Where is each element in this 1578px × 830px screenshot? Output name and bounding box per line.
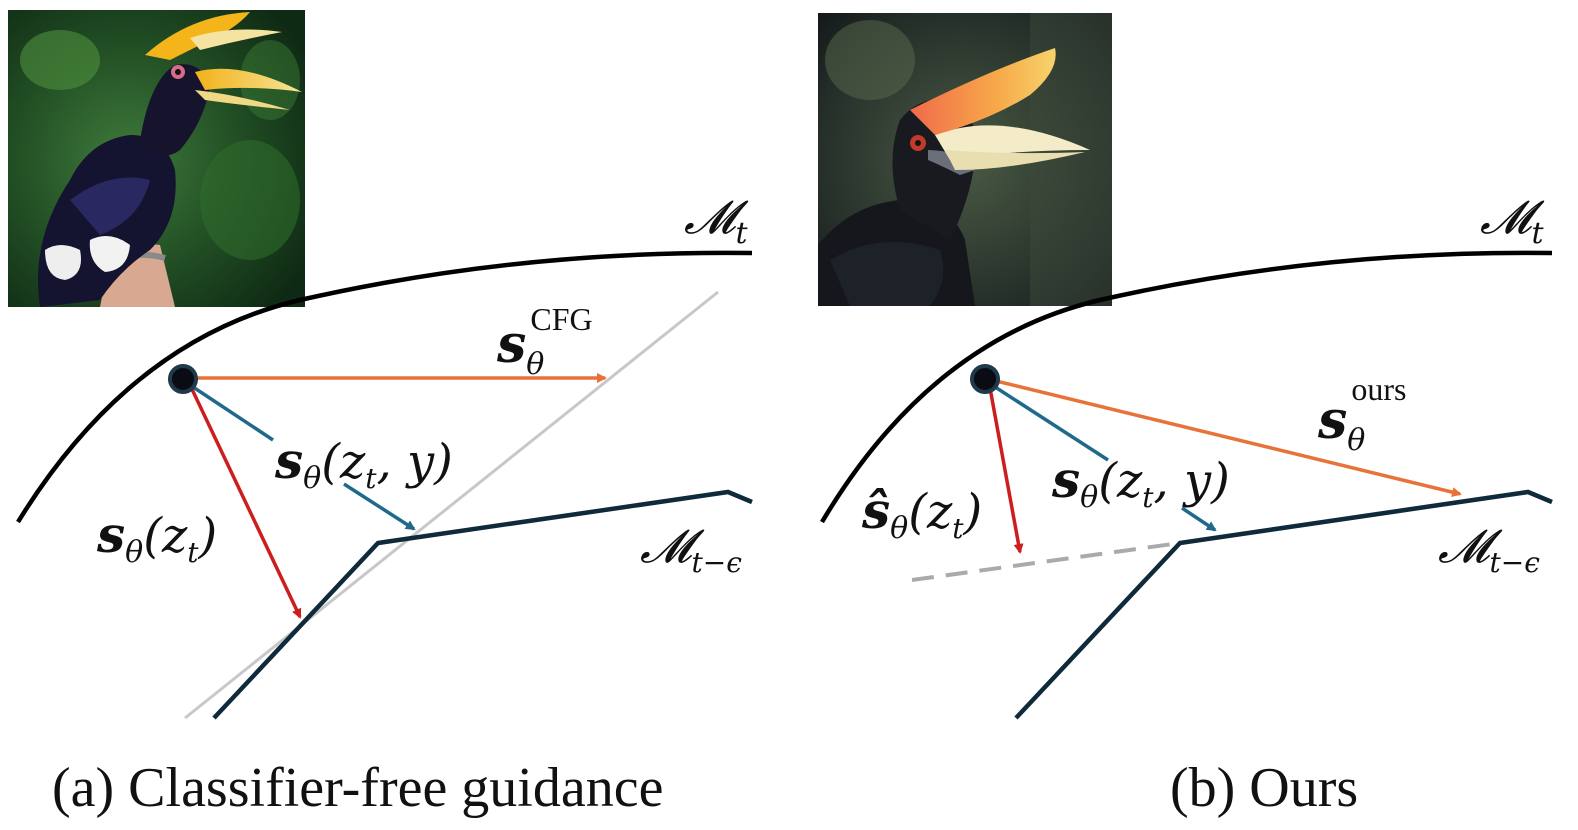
- label-manifold-teps-a: 𝓜t−ϵ: [640, 519, 742, 579]
- caption-b: (b) Ours: [1170, 757, 1358, 819]
- label-uncond-a: sθ(zt): [96, 505, 217, 570]
- label-hat-b: ŝθ(zt): [861, 481, 982, 546]
- label-cond-a: sθ(zt, y): [274, 431, 453, 496]
- cond-arrow-b: [991, 383, 1109, 462]
- panel-b: sθours sθ(zt, y) ŝθ(zt) 𝓜t 𝓜t−ϵ (b) Ours: [818, 13, 1553, 819]
- ours-arrow: [991, 378, 1462, 497]
- manifold-t-curve-b: [820, 250, 1553, 524]
- cond-arrow-b-tail: [1181, 506, 1217, 532]
- tangent-line-a: [184, 290, 719, 720]
- cond-arrow-a-tail: [343, 482, 416, 531]
- manifold-t-curve-a: [16, 250, 753, 524]
- manifold-teps-curve-b: [1014, 489, 1553, 720]
- label-cfg: sθCFG: [496, 301, 593, 382]
- label-manifold-teps-b: 𝓜t−ϵ: [1438, 519, 1540, 579]
- label-manifold-t-a: 𝓜t: [684, 190, 749, 251]
- hornbill-photo-a: [8, 10, 305, 307]
- label-manifold-t-b: 𝓜t: [1480, 190, 1545, 251]
- panel-a: sθCFG sθ(zt, y) sθ(zt) 𝓜t 𝓜t−ϵ (a) Class…: [8, 10, 753, 819]
- uncond-arrow-a: [188, 384, 302, 619]
- label-ours: sθours: [1317, 371, 1406, 458]
- cond-arrow-a: [189, 383, 274, 442]
- dashed-line-b: [911, 541, 1181, 582]
- caption-a: (a) Classifier-free guidance: [52, 757, 663, 819]
- point-b: [970, 364, 1000, 394]
- point-a: [168, 364, 198, 394]
- label-cond-b: sθ(zt, y): [1051, 450, 1230, 515]
- hornbill-photo-b: [818, 13, 1112, 306]
- manifold-teps-curve-a: [212, 489, 753, 720]
- hat-arrow-b: [988, 387, 1024, 554]
